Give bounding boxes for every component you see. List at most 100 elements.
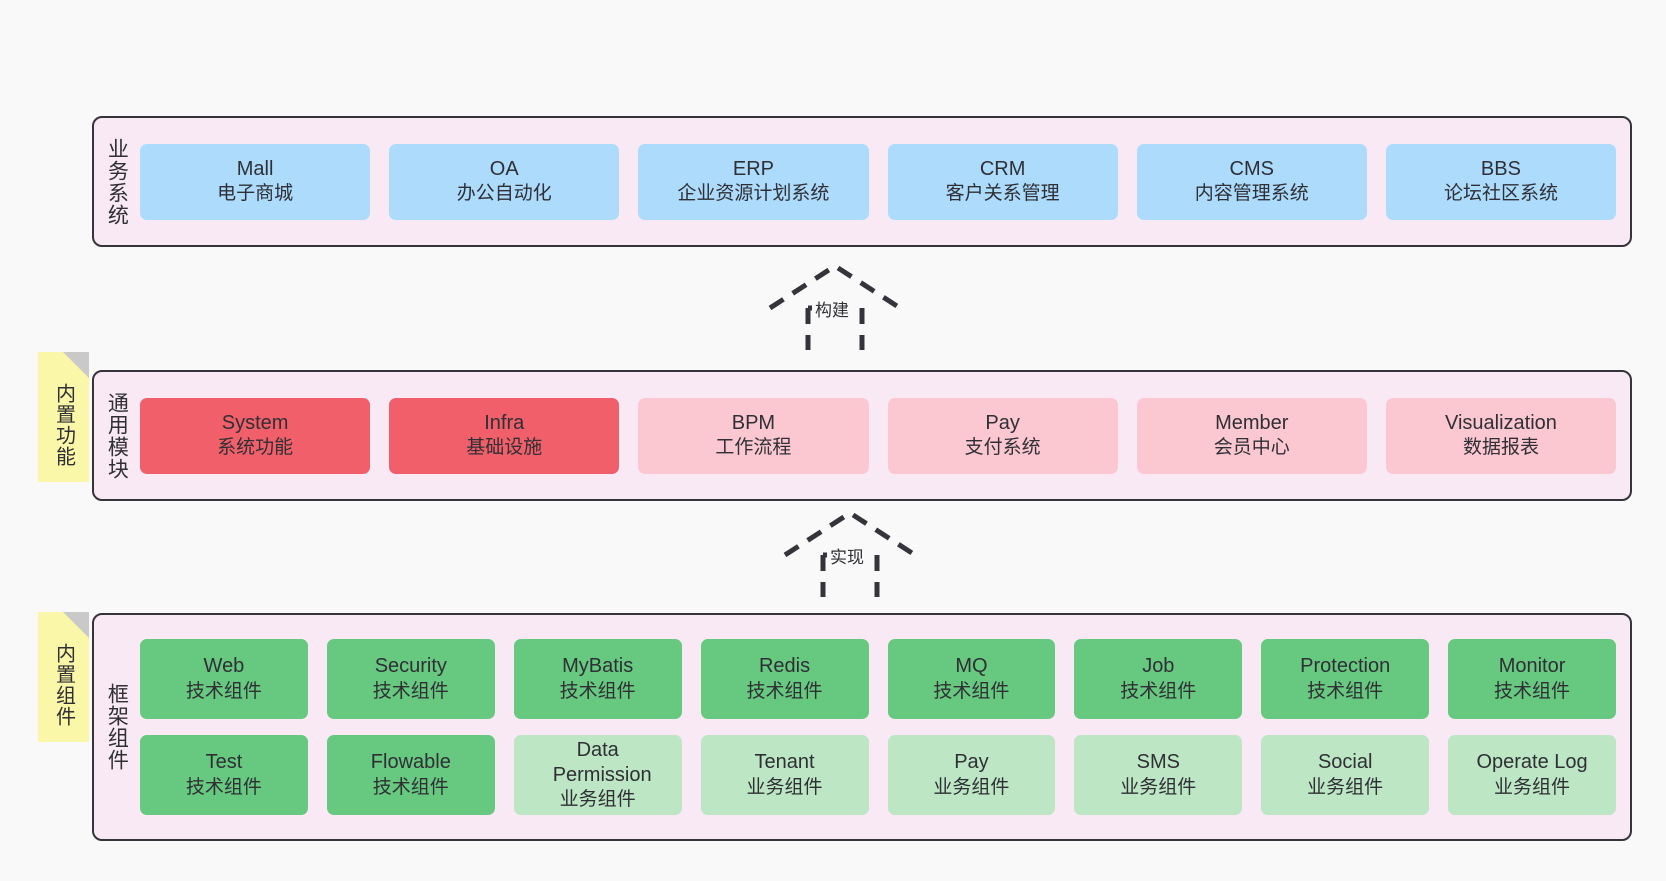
- card-subtitle: 业务组件: [1494, 776, 1571, 798]
- card-title: Infra: [484, 411, 525, 434]
- card-redis[interactable]: Redis 技术组件: [700, 639, 869, 719]
- card-subtitle: 业务组件: [1307, 776, 1384, 798]
- card-title: ERP: [732, 157, 774, 180]
- card-subtitle: 工作流程: [715, 437, 792, 459]
- arrow-implement-label: 实现: [827, 543, 867, 568]
- card-tenant[interactable]: Tenant 业务组件: [700, 735, 869, 815]
- card-oa[interactable]: OA 办公自动化: [389, 143, 620, 220]
- card-subtitle: 办公自动化: [456, 183, 552, 205]
- card-monitor[interactable]: Monitor 技术组件: [1448, 639, 1616, 719]
- card-crm[interactable]: CRM 客户关系管理: [887, 143, 1118, 220]
- section-body-framework-component: Web 技术组件 Security 技术组件 MyBatis 技术组件 Redi…: [138, 615, 1630, 839]
- card-mall[interactable]: Mall 电子商城: [140, 143, 371, 220]
- card-title: Test: [205, 751, 243, 774]
- card-row: Web 技术组件 Security 技术组件 MyBatis 技术组件 Redi…: [140, 639, 1616, 719]
- card-visualization[interactable]: Visualization 数据报表: [1385, 397, 1617, 474]
- section-body-business-system: Mall 电子商城 OA 办公自动化 ERP 企业资源计划系统 CRM 客户关系…: [138, 118, 1630, 245]
- card-subtitle: 技术组件: [185, 680, 262, 702]
- card-subtitle: 技术组件: [933, 680, 1010, 702]
- card-row: Test 技术组件 Flowable 技术组件 Data Permission …: [140, 735, 1616, 815]
- card-title: CRM: [979, 157, 1026, 180]
- card-title: Monitor: [1498, 655, 1566, 678]
- card-subtitle: 论坛社区系统: [1443, 183, 1558, 205]
- card-subtitle: 技术组件: [1120, 680, 1197, 702]
- card-title: Pay: [954, 751, 989, 774]
- card-subtitle: 技术组件: [185, 776, 262, 798]
- card-subtitle: 客户关系管理: [945, 183, 1060, 205]
- card-subtitle: 电子商城: [217, 183, 294, 205]
- arrow-implement: 实现: [775, 505, 925, 597]
- card-subtitle: 基础设施: [466, 437, 543, 459]
- card-erp[interactable]: ERP 企业资源计划系统: [638, 143, 869, 220]
- card-job[interactable]: Job 技术组件: [1074, 639, 1243, 719]
- card-subtitle: 数据报表: [1462, 437, 1539, 459]
- card-bbs[interactable]: BBS 论坛社区系统: [1385, 143, 1617, 220]
- card-cms[interactable]: CMS 内容管理系统: [1136, 143, 1367, 220]
- card-member[interactable]: Member 会员中心: [1136, 397, 1367, 474]
- sticky-note-builtin-component: 内置组件: [38, 612, 89, 742]
- card-web[interactable]: Web 技术组件: [140, 639, 308, 719]
- card-title: Job: [1142, 655, 1175, 678]
- card-bpm[interactable]: BPM 工作流程: [638, 397, 869, 474]
- card-title: Pay: [985, 411, 1020, 434]
- card-mq[interactable]: MQ 技术组件: [887, 639, 1056, 719]
- card-protection[interactable]: Protection 技术组件: [1261, 639, 1430, 719]
- card-subtitle: 业务组件: [1120, 776, 1197, 798]
- sticky-note-label: 内置组件: [52, 643, 75, 727]
- section-common-module: 通用模块 System 系统功能 Infra 基础设施 BPM 工作流程 Pay…: [92, 370, 1632, 501]
- section-label-common-module: 通用模块: [105, 391, 129, 480]
- card-subtitle: 业务组件: [933, 776, 1010, 798]
- card-title: SMS: [1136, 751, 1180, 774]
- card-flowable[interactable]: Flowable 技术组件: [326, 735, 495, 815]
- card-subtitle: 企业资源计划系统: [677, 183, 830, 205]
- card-title: Mall: [236, 157, 274, 180]
- section-label-business-system: 业务系统: [105, 137, 129, 226]
- card-title: Tenant: [754, 751, 815, 774]
- card-row: System 系统功能 Infra 基础设施 BPM 工作流程 Pay 支付系统…: [140, 397, 1617, 474]
- card-subtitle: 技术组件: [559, 680, 636, 702]
- card-title: Flowable: [370, 751, 451, 774]
- card-subtitle: 支付系统: [964, 437, 1041, 459]
- card-subtitle: 技术组件: [372, 680, 449, 702]
- card-title: System: [221, 411, 289, 434]
- card-mybatis[interactable]: MyBatis 技术组件: [513, 639, 682, 719]
- card-data-permission[interactable]: Data Permission 业务组件: [513, 735, 682, 815]
- card-title: Visualization: [1444, 411, 1557, 434]
- card-subtitle: 业务组件: [746, 776, 823, 798]
- card-pay[interactable]: Pay 支付系统: [887, 397, 1118, 474]
- card-security[interactable]: Security 技术组件: [326, 639, 495, 719]
- card-title: MQ: [955, 655, 988, 678]
- card-title: BPM: [731, 411, 776, 434]
- section-framework-component: 框架组件 Web 技术组件 Security 技术组件 MyBatis 技术组件…: [92, 613, 1632, 841]
- card-title: Security: [374, 655, 447, 678]
- card-title: OA: [489, 157, 519, 180]
- card-pay-business[interactable]: Pay 业务组件: [887, 735, 1056, 815]
- card-subtitle: 技术组件: [746, 680, 823, 702]
- card-system[interactable]: System 系统功能: [140, 397, 371, 474]
- sticky-fold-corner: [63, 612, 89, 638]
- arrow-build-label: 构建: [812, 296, 852, 321]
- card-row: Mall 电子商城 OA 办公自动化 ERP 企业资源计划系统 CRM 客户关系…: [140, 143, 1617, 220]
- card-title: Redis: [758, 655, 811, 678]
- card-title: Operate Log: [1476, 751, 1588, 774]
- section-label-framework-component: 框架组件: [105, 683, 129, 771]
- card-test[interactable]: Test 技术组件: [140, 735, 308, 815]
- sticky-note-label: 内置功能: [52, 383, 75, 467]
- card-title: Member: [1215, 411, 1289, 434]
- card-social[interactable]: Social 业务组件: [1261, 735, 1430, 815]
- sticky-fold-corner: [63, 352, 89, 378]
- card-operate-log[interactable]: Operate Log 业务组件: [1448, 735, 1616, 815]
- card-subtitle: 业务组件: [559, 789, 636, 811]
- card-subtitle: 技术组件: [1494, 680, 1571, 702]
- card-title: Data Permission: [552, 738, 652, 787]
- card-infra[interactable]: Infra 基础设施: [389, 397, 620, 474]
- card-title: MyBatis: [562, 655, 634, 678]
- card-title: CMS: [1229, 157, 1274, 180]
- arrow-build: 构建: [760, 258, 910, 350]
- card-subtitle: 会员中心: [1213, 437, 1290, 459]
- card-subtitle: 技术组件: [1307, 680, 1384, 702]
- card-sms[interactable]: SMS 业务组件: [1074, 735, 1243, 815]
- card-title: Web: [203, 655, 245, 678]
- sticky-note-builtin-function: 内置功能: [38, 352, 89, 482]
